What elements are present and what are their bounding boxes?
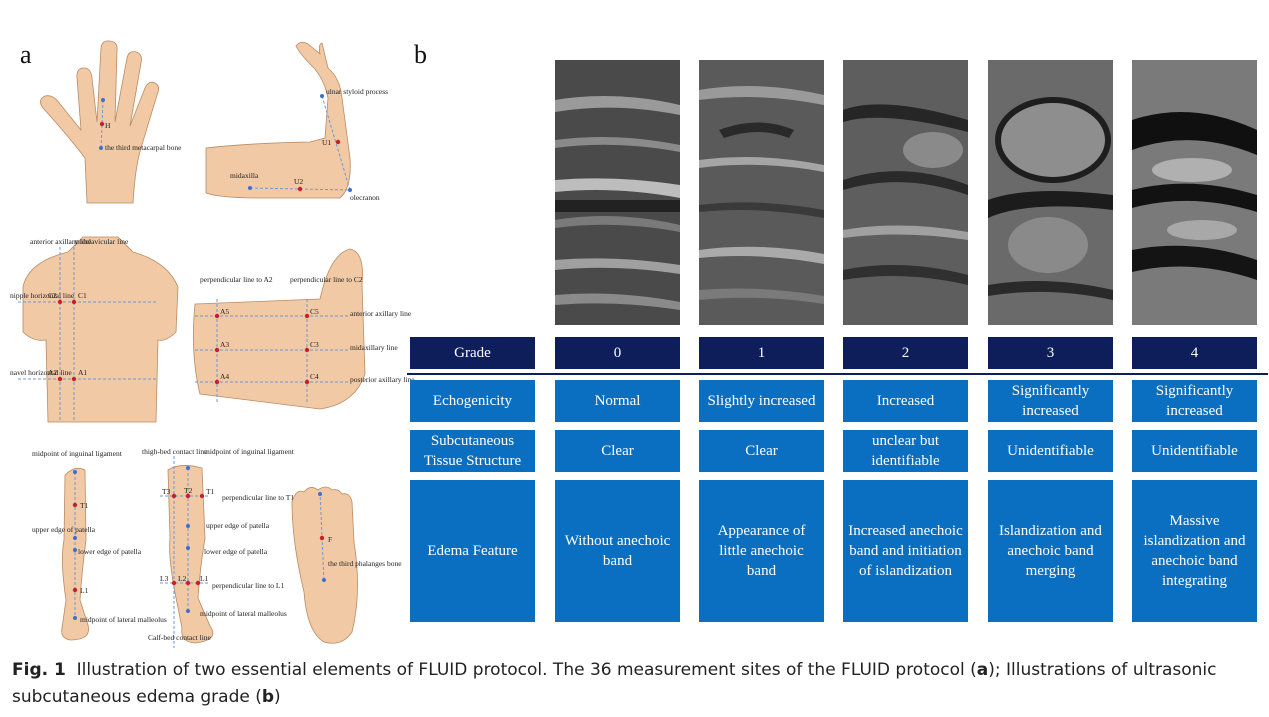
grade-3-header: 3 <box>988 337 1113 369</box>
side-perp-c2-label: perpendicular line to C2 <box>290 275 363 284</box>
table-divider <box>407 373 1268 375</box>
tissue-grade-3: Unidentifiable <box>988 430 1113 472</box>
leg-front-upper-patella: upper edge of patella <box>206 521 270 530</box>
leg-front-perp-t1: perpendicular line to T1 <box>222 493 294 502</box>
echogenicity-row-label: Echogenicity <box>410 380 535 422</box>
leg-front-point-t2: T2 <box>184 486 193 495</box>
hand-illustration: H the third metacarpal bone <box>40 40 182 204</box>
tissue-grade-4: Unidentifiable <box>1132 430 1257 472</box>
edema-grade-4: Massive islandization and anechoic band … <box>1132 480 1257 622</box>
tissue-grade-0: Clear <box>555 430 680 472</box>
foot-illustration: F the third phalanges bone <box>291 486 402 644</box>
panel-a-letter: a <box>20 40 32 69</box>
side-anterior-label: anterior axillary line <box>350 309 412 318</box>
arm-olecranon-label: olecranon <box>350 193 380 202</box>
ultrasound-grade-1 <box>699 60 824 325</box>
echogenicity-grade-4: Significantly increased <box>1132 380 1257 422</box>
leg-front-point-t3: T3 <box>162 487 171 496</box>
ultrasound-grade-4 <box>1132 60 1257 325</box>
leg-front-calf-bed: Calf-bed contact line <box>148 633 212 642</box>
echogenicity-grade-3: Significantly increased <box>988 380 1113 422</box>
leg-side-point-l1: L1 <box>80 586 89 595</box>
hand-bone-label: the third metacarpal bone <box>105 143 182 152</box>
edema-grade-1: Appearance of little anechoic band <box>699 480 824 622</box>
foot-point-f: F <box>328 535 332 544</box>
figure-caption: Fig. 1 Illustration of two essential ele… <box>12 657 1262 711</box>
side-perp-a2-label: perpendicular line to A2 <box>200 275 273 284</box>
grade-1-header: 1 <box>699 337 824 369</box>
tissue-grade-2: unclear but identifiable <box>843 430 968 472</box>
caption-text-3: ) <box>274 687 281 707</box>
side-point-c4: C4 <box>310 372 319 381</box>
caption-ref-a: a <box>976 660 989 680</box>
torso-point-a1: A1 <box>78 368 87 377</box>
torso-point-a2: A2 <box>48 368 57 377</box>
leg-front-point-l1: L1 <box>200 574 209 583</box>
torso-anterior-axillary-label: anterior axillary line <box>30 237 92 246</box>
leg-front-malleolus: midpoint of lateral malleolus <box>200 609 287 618</box>
leg-side-inguinal-label: midpoint of inguinal ligament <box>32 449 123 458</box>
leg-front-point-t1: T1 <box>206 487 215 496</box>
arm-styloid-label: ulnar styloid process <box>326 87 388 96</box>
panel-b-letter: b <box>414 40 427 69</box>
leg-front-point-l3: L3 <box>160 574 169 583</box>
leg-front-illustration: thigh-bed contact line midpoint of ingui… <box>142 447 295 648</box>
caption-text-2: ); Illustrations of ultrasonic subcutane… <box>12 660 1217 707</box>
caption-text-1: Illustration of two essential elements o… <box>76 660 977 680</box>
side-point-c3: C3 <box>310 340 319 349</box>
arm-midaxilla-label: midaxilla <box>230 171 259 180</box>
leg-side-upper-patella: upper edge of patella <box>32 525 96 534</box>
side-point-a4: A4 <box>220 372 229 381</box>
leg-front-perp-l1: perpendicular line to L1 <box>212 581 285 590</box>
ultrasound-grade-2 <box>843 60 968 325</box>
edema-grade-2: Increased anechoic band and initiation o… <box>843 480 968 622</box>
edema-grade-0: Without anechoic band <box>555 480 680 622</box>
grade-2-header: 2 <box>843 337 968 369</box>
torso-midclavicular-label: midclavicular line <box>74 237 129 246</box>
torso-side-illustration: perpendicular line to A2 perpendicular l… <box>192 248 415 410</box>
ultrasound-grade-0 <box>555 60 680 325</box>
arm-point-u2: U2 <box>294 177 303 186</box>
side-posterior-label: posterior axillary line <box>350 375 415 384</box>
leg-side-point-t1: T1 <box>80 501 89 510</box>
leg-side-illustration: midpoint of inguinal ligament T1 upper e… <box>32 449 167 641</box>
caption-label: Fig. 1 <box>12 660 66 680</box>
edema-grade-3: Islandization and anechoic band merging <box>988 480 1113 622</box>
ultrasound-grade-3 <box>988 60 1113 325</box>
leg-side-lower-patella: lower edge of patella <box>78 547 142 556</box>
torso-navel-label: navel horizontal line <box>10 368 72 377</box>
side-point-a3: A3 <box>220 340 229 349</box>
torso-front-illustration: anterior axillary line midclavicular lin… <box>10 236 179 423</box>
leg-side-malleolus: midpoint of lateral malleolus <box>80 615 167 624</box>
tissue-grade-1: Clear <box>699 430 824 472</box>
leg-front-thigh-bed: thigh-bed contact line <box>142 447 208 456</box>
grade-row-label: Grade <box>410 337 535 369</box>
foot-phalanges-label: the third phalanges bone <box>328 559 402 568</box>
leg-front-point-l2: L2 <box>178 574 187 583</box>
arm-illustration: ulnar styloid process U1 U2 midaxilla ol… <box>205 42 388 202</box>
edema-row-label: Edema Feature <box>410 480 535 622</box>
echogenicity-grade-1: Slightly increased <box>699 380 824 422</box>
side-midaxillary-label: midaxillary line <box>350 343 398 352</box>
torso-point-c2: C2 <box>48 291 57 300</box>
grade-0-header: 0 <box>555 337 680 369</box>
leg-front-lower-patella: lower edge of patella <box>204 547 268 556</box>
side-point-a5: A5 <box>220 307 229 316</box>
grade-4-header: 4 <box>1132 337 1257 369</box>
torso-nipple-label: nipple horizontal line <box>10 291 75 300</box>
echogenicity-grade-2: Increased <box>843 380 968 422</box>
leg-front-inguinal: midpoint of inguinal ligament <box>204 447 295 456</box>
echogenicity-grade-0: Normal <box>555 380 680 422</box>
caption-ref-b: b <box>261 687 275 707</box>
hand-point-h: H <box>105 121 111 130</box>
side-point-c5: C5 <box>310 307 319 316</box>
torso-point-c1: C1 <box>78 291 87 300</box>
tissue-row-label: Subcutaneous Tissue Structure <box>410 430 535 472</box>
arm-point-u1: U1 <box>322 138 331 147</box>
